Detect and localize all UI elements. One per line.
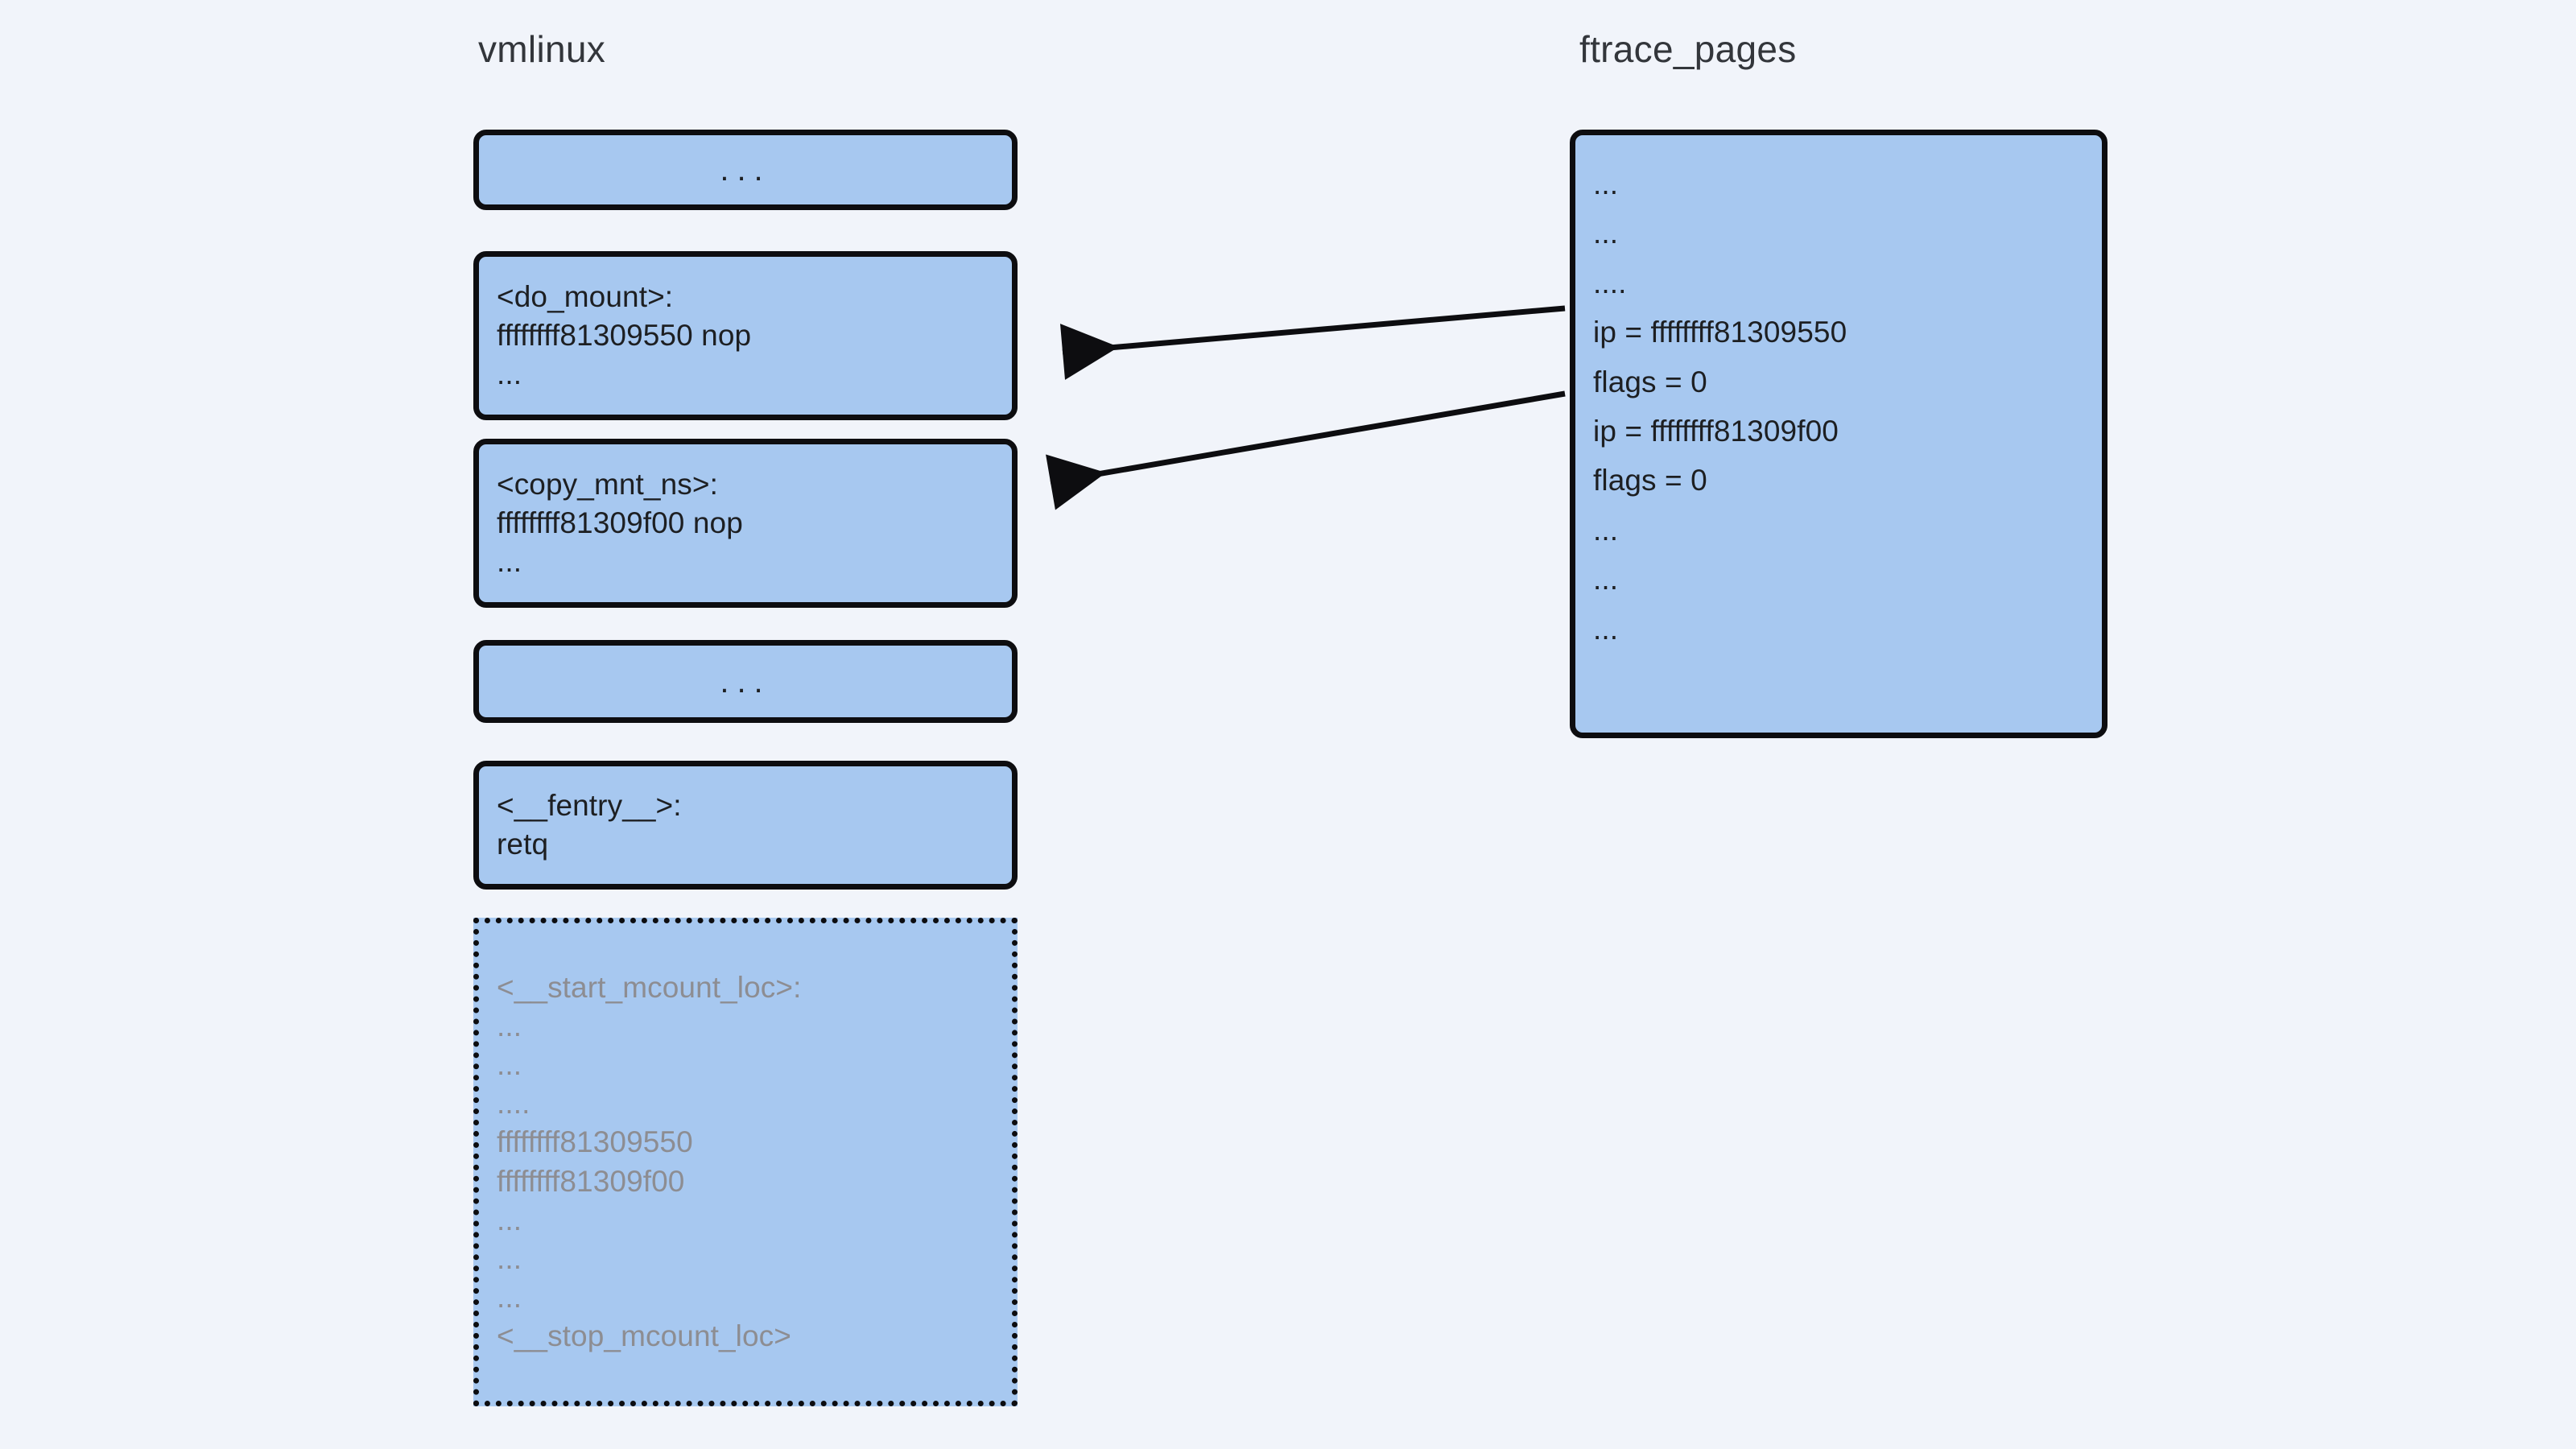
record-ip-line: ip = ffffffff81309550 (1593, 316, 1847, 349)
record-flags-line: flags = 0 (1593, 365, 1707, 398)
box-lines: <__fentry__>: retq (497, 766, 1001, 884)
box-lines: <__start_mcount_loc>: ... ... .... fffff… (497, 923, 1001, 1401)
vmlinux-box-copy-mnt-ns: <copy_mnt_ns>: ffffffff81309f00 nop ... (473, 439, 1018, 608)
ellipsis-line: .... (497, 1087, 530, 1121)
instruction-line: retq (497, 828, 549, 861)
instruction-line: ffffffff81309f00 nop (497, 506, 743, 539)
ellipsis-line: ... (497, 545, 522, 579)
column-title-ftrace-pages: ftrace_pages (1579, 28, 1797, 70)
ellipsis-line: ... (1593, 167, 1619, 200)
box-lines: ... ... .... ip = ffffffff81309550 flags… (1593, 159, 2091, 733)
arrow-to-do-mount (1059, 305, 1566, 380)
ellipsis-line: ... (497, 1203, 522, 1236)
box-lines: ... (479, 646, 1012, 717)
box-lines: ... (479, 135, 1012, 204)
arrow-to-copy-mnt-ns (1046, 390, 1566, 510)
instruction-line: ffffffff81309550 nop (497, 318, 752, 352)
record-flags-line: flags = 0 (1593, 464, 1707, 497)
symbol-label: <__fentry__>: (497, 788, 682, 822)
ellipsis-line: ... (1593, 612, 1619, 646)
start-mcount-loc-label: <__start_mcount_loc>: (497, 971, 802, 1005)
ellipsis-line: ... (497, 357, 522, 391)
mcount-address: ffffffff81309550 (497, 1125, 693, 1159)
vmlinux-box-top-ellipsis: ... (473, 130, 1018, 210)
record-ip-line: ip = ffffffff81309f00 (1593, 415, 1839, 448)
vmlinux-box-do-mount: <do_mount>: ffffffff81309550 nop ... (473, 251, 1018, 420)
ellipsis-line: ... (497, 1280, 522, 1314)
ellipsis-line: ... (1593, 563, 1619, 597)
column-title-vmlinux: vmlinux (478, 28, 606, 70)
ellipsis-line: ... (497, 1241, 522, 1275)
box-lines: <do_mount>: ffffffff81309550 nop ... (497, 257, 1001, 415)
ellipsis-line: ... (497, 1048, 522, 1082)
ellipsis-line: ... (1593, 513, 1619, 547)
vmlinux-box-fentry: <__fentry__>: retq (473, 761, 1018, 890)
ellipsis-text: ... (720, 152, 771, 188)
box-lines: <copy_mnt_ns>: ffffffff81309f00 nop ... (497, 444, 1001, 602)
symbol-label: <copy_mnt_ns>: (497, 467, 718, 501)
stop-mcount-loc-label: <__stop_mcount_loc> (497, 1319, 791, 1352)
ellipsis-line: ... (1593, 217, 1619, 250)
ellipsis-line: .... (1593, 266, 1627, 299)
vmlinux-box-mcount-loc-section: <__start_mcount_loc>: ... ... .... fffff… (473, 918, 1018, 1406)
vmlinux-box-mid-ellipsis: ... (473, 640, 1018, 723)
ellipsis-text: ... (720, 663, 771, 700)
ftrace-pages-box: ... ... .... ip = ffffffff81309550 flags… (1570, 130, 2107, 738)
mcount-address: ffffffff81309f00 (497, 1164, 685, 1198)
ellipsis-line: ... (497, 1009, 522, 1043)
symbol-label: <do_mount>: (497, 279, 674, 313)
